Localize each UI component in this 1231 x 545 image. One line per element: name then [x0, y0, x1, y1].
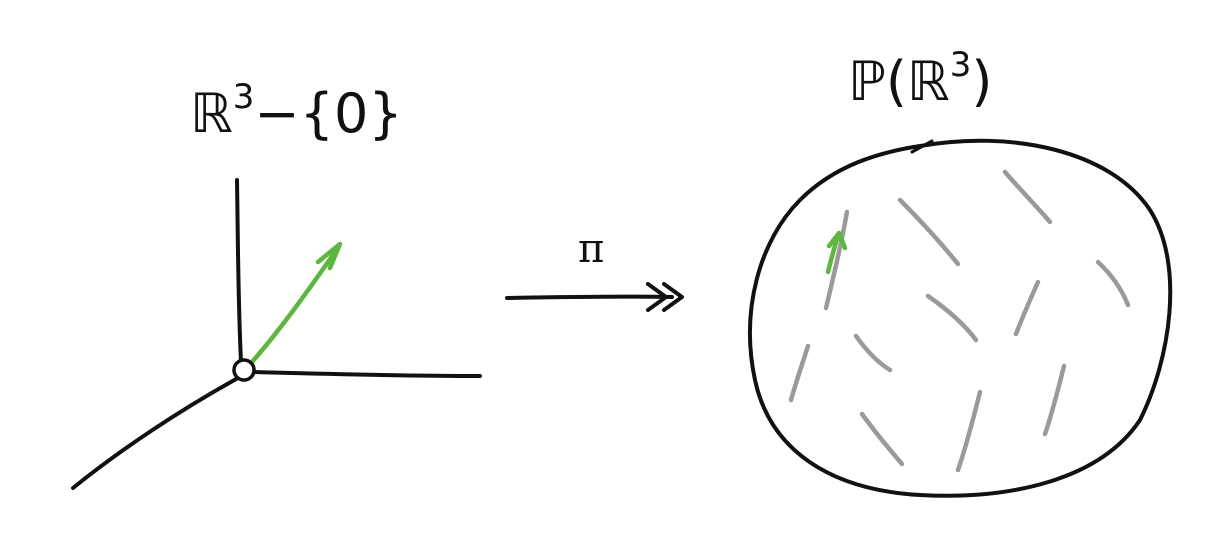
hatch-line: [1095, 259, 1131, 308]
domain-label-rest: −{0}: [254, 82, 402, 145]
hatch-line: [925, 293, 979, 343]
hatch-line: [823, 209, 850, 311]
projection-arrow-shaft: [505, 294, 674, 300]
domain-label-exponent: 3: [233, 77, 255, 117]
projection-arrow-head-outer: [662, 282, 684, 312]
hatch-line: [788, 343, 811, 403]
z-axis: [235, 178, 243, 364]
line-hatching: [788, 169, 1131, 473]
blob-closure-tick: [910, 139, 934, 154]
hatch-line: [897, 197, 961, 267]
vector-shaft: [249, 249, 338, 365]
projection-arrow: [505, 282, 684, 312]
x-axis: [250, 370, 482, 378]
removed-origin-point: [232, 358, 256, 382]
hatch-line: [1002, 169, 1053, 225]
y-axis: [71, 376, 240, 490]
projective-space-blob: [748, 138, 1173, 498]
hatch-line: [1013, 279, 1041, 337]
projection-arrow-head-inner: [646, 282, 668, 312]
hatch-line: [853, 333, 893, 373]
hatch-line: [955, 389, 983, 473]
domain-label-R: ℝ: [190, 82, 233, 145]
projected-vector-arrow: [825, 230, 848, 275]
codomain-label-prefix: ℙ(ℝ: [848, 50, 950, 113]
coordinate-axes: [71, 178, 482, 490]
hatch-line: [1042, 363, 1067, 437]
hatch-line: [859, 411, 905, 467]
codomain-label: ℙ(ℝ3): [848, 45, 992, 113]
projected-vector-head: [826, 230, 848, 251]
codomain-label-exponent: 3: [950, 45, 972, 85]
vector-head: [315, 241, 343, 271]
map-label: π: [578, 226, 604, 272]
domain-label: ℝ3−{0}: [190, 77, 403, 145]
vector-arrow: [249, 241, 343, 365]
codomain-label-suffix: ): [971, 50, 992, 113]
